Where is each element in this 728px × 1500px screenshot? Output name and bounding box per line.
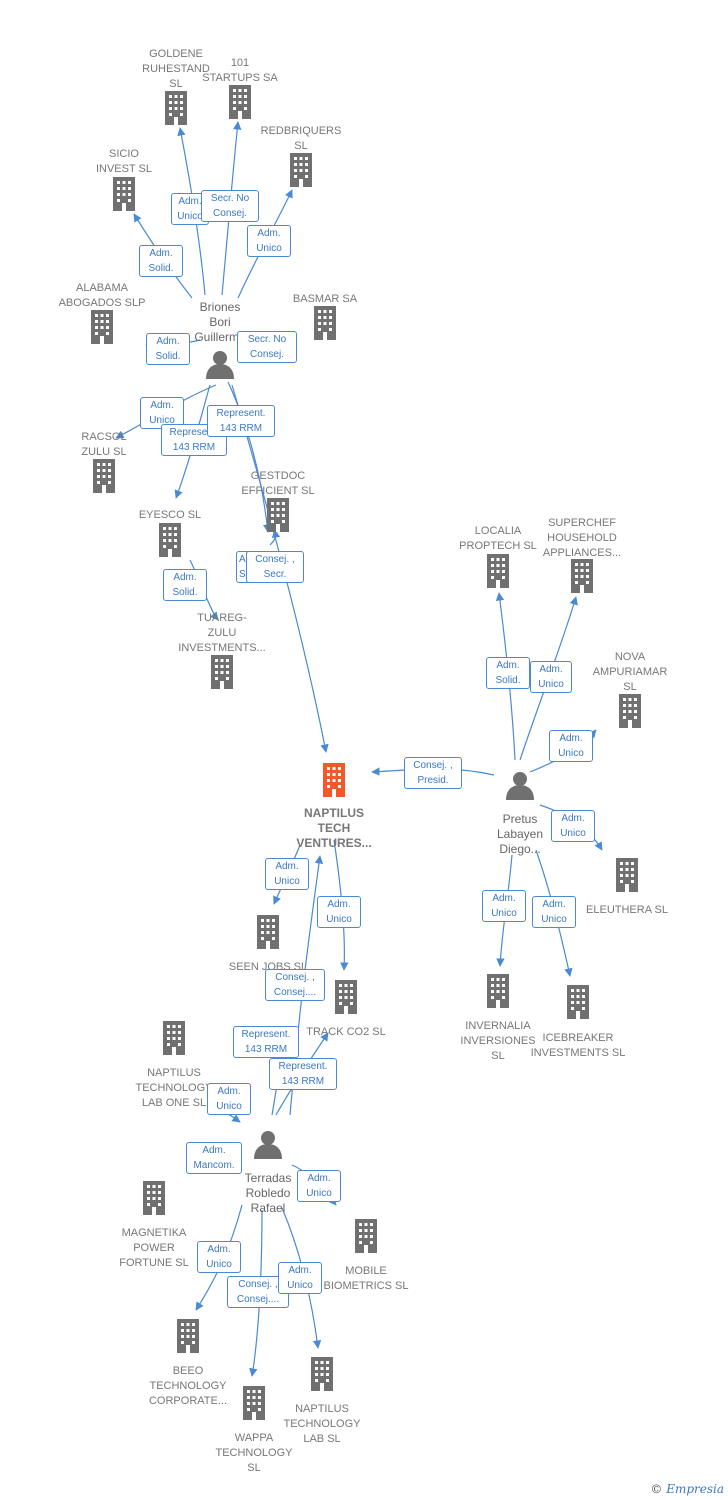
role-badge: Represent. 143 RRM	[233, 1026, 299, 1058]
company-label[interactable]: MAGNETIKA POWER FORTUNE SL	[119, 1227, 189, 1269]
company-building-icon[interactable]	[355, 1219, 377, 1253]
company-label[interactable]: NOVA AMPURIAMAR SL	[592, 651, 668, 693]
role-badge: Adm. Solid.	[163, 569, 207, 601]
company-building-icon[interactable]	[257, 915, 279, 949]
company-building-icon[interactable]	[311, 1357, 333, 1391]
person-icon[interactable]	[254, 1131, 282, 1159]
company-label[interactable]: EYESCO SL	[138, 509, 202, 521]
company-label[interactable]: NAPTILUS TECHNOLOGY LAB SL	[283, 1403, 361, 1445]
person-icon[interactable]	[506, 772, 534, 800]
company-building-icon[interactable]	[159, 523, 181, 557]
person-label[interactable]: Pretus Labayen Diego...	[496, 812, 544, 856]
company-label[interactable]: GESTDOC EFFICIENT SL	[241, 470, 315, 497]
company-label[interactable]: BASMAR SA	[292, 293, 358, 305]
company-building-icon[interactable]	[567, 985, 589, 1019]
company-label[interactable]: ICEBREAKER INVESTMENTS SL	[530, 1032, 626, 1059]
company-building-icon[interactable]	[335, 980, 357, 1014]
company-building-icon[interactable]	[487, 974, 509, 1008]
company-label[interactable]: REDBRIQUERS SL	[260, 125, 342, 152]
relation-edge	[227, 381, 272, 533]
role-badge: Adm. Unico	[532, 896, 576, 928]
company-label[interactable]: 101 STARTUPS SA	[202, 57, 278, 84]
role-badge: Consej. , Secr.	[246, 551, 304, 583]
role-badge: Adm. Unico	[549, 730, 593, 762]
company-building-icon[interactable]	[143, 1181, 165, 1215]
role-badge: Adm. Mancom.	[186, 1142, 242, 1174]
company-building-icon[interactable]	[91, 310, 113, 344]
role-badge: Adm. Unico	[278, 1262, 322, 1294]
company-building-icon[interactable]	[571, 559, 593, 593]
focus-company-building-icon[interactable]	[323, 763, 345, 797]
role-badge: Adm. Solid.	[486, 657, 530, 689]
role-badge: Adm. Solid.	[139, 245, 183, 277]
company-building-icon[interactable]	[290, 153, 312, 187]
company-label[interactable]: TUAREG- ZULU INVESTMENTS...	[178, 612, 266, 654]
role-badge: Adm. Unico	[207, 1083, 251, 1115]
role-badge: Consej. , Consej....	[265, 969, 325, 1001]
person-label[interactable]: Briones Bori Guillermo	[194, 300, 246, 344]
company-building-icon[interactable]	[616, 858, 638, 892]
role-badge: Adm. Unico	[247, 225, 291, 257]
company-label[interactable]: LOCALIA PROPTECH SL	[459, 525, 537, 552]
company-label[interactable]: RACSOL ZULU SL	[81, 431, 127, 458]
company-building-icon[interactable]	[487, 554, 509, 588]
company-label[interactable]: WAPPA TECHNOLOGY SL	[215, 1432, 293, 1474]
relation-edge	[269, 529, 281, 546]
role-badge: Adm. Unico	[265, 858, 309, 890]
company-label[interactable]: ALABAMA ABOGADOS SLP	[58, 282, 146, 309]
company-building-icon[interactable]	[619, 694, 641, 728]
company-building-icon[interactable]	[93, 459, 115, 493]
role-badge: Adm. Unico	[297, 1170, 341, 1202]
company-building-icon[interactable]	[113, 177, 135, 211]
company-label[interactable]: TRACK CO2 SL	[306, 1026, 386, 1038]
watermark: © Empresia	[650, 1482, 724, 1496]
role-badge: Represent. 143 RRM	[269, 1058, 337, 1090]
role-badge: Adm. Unico	[551, 810, 595, 842]
role-badge: Adm. Solid.	[146, 333, 190, 365]
company-building-icon[interactable]	[163, 1021, 185, 1055]
company-label[interactable]: NAPTILUS TECH VENTURES...	[296, 806, 372, 850]
company-building-icon[interactable]	[267, 498, 289, 532]
company-label[interactable]: ELEUTHERA SL	[586, 904, 668, 916]
copyright-symbol: ©	[650, 1482, 663, 1496]
person-icon[interactable]	[206, 351, 234, 379]
company-building-icon[interactable]	[165, 91, 187, 125]
role-badge: Consej. , Presid.	[404, 757, 462, 789]
company-label[interactable]: SUPERCHEF HOUSEHOLD APPLIANCES...	[542, 517, 622, 559]
company-label[interactable]: SICIO INVEST SL	[95, 148, 153, 175]
role-badge: Secr. No Consej.	[201, 190, 259, 222]
company-building-icon[interactable]	[177, 1319, 199, 1353]
company-label[interactable]: NAPTILUS TECHNOLOGY LAB ONE SL	[135, 1067, 213, 1109]
person-label[interactable]: Terradas Robledo Rafael	[244, 1171, 292, 1215]
brand-logo-text: Empresia	[666, 1482, 724, 1496]
company-label[interactable]: GOLDENE RUHESTAND SL	[142, 48, 210, 90]
role-badge: Adm. Unico	[197, 1241, 241, 1273]
role-badge: Adm. Unico	[530, 661, 572, 693]
company-label[interactable]: MOBILE BIOMETRICS SL	[323, 1265, 409, 1292]
company-building-icon[interactable]	[211, 655, 233, 689]
role-badge: Adm. Unico	[482, 890, 526, 922]
role-badge: Represent. 143 RRM	[207, 405, 275, 437]
role-badge: Adm. Unico	[317, 896, 361, 928]
company-label[interactable]: BEEO TECHNOLOGY CORPORATE...	[148, 1365, 228, 1407]
company-label[interactable]: INVERNALIA INVERSIONES SL	[460, 1020, 536, 1062]
role-badge: Secr. No Consej.	[237, 331, 297, 363]
company-building-icon[interactable]	[314, 306, 336, 340]
